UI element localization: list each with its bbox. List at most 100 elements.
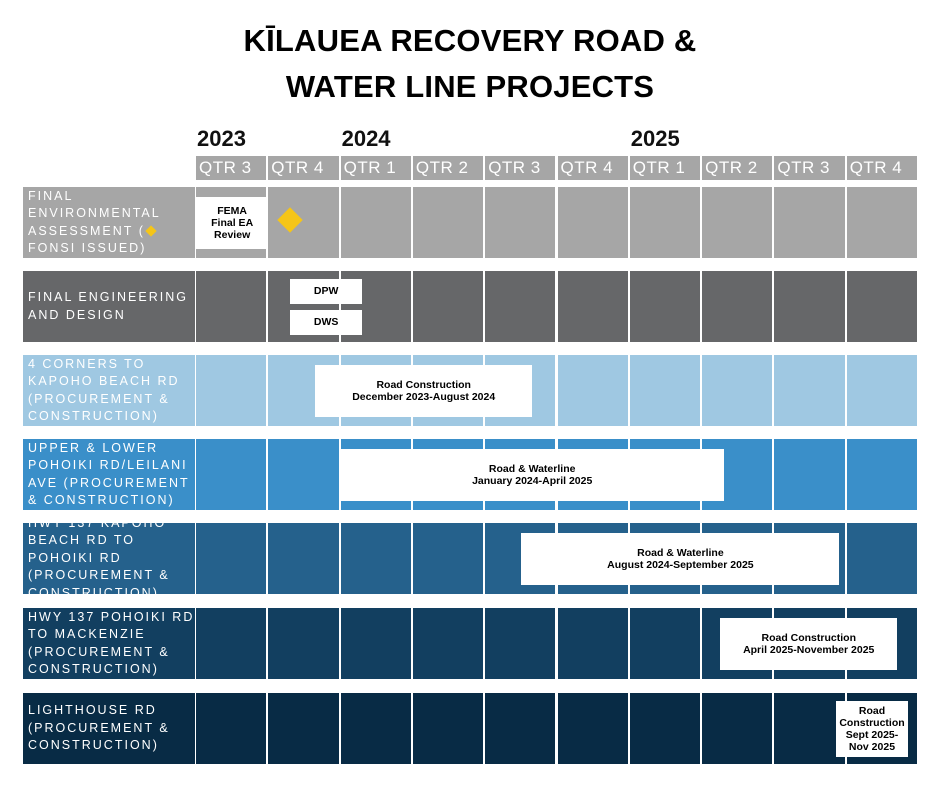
timeline-cell xyxy=(340,523,411,594)
timeline-cell xyxy=(196,355,267,426)
timeline-cell xyxy=(557,608,628,679)
quarter-header: QTR 1 xyxy=(629,156,701,180)
row-label-main: HWY 137 POHOIKI RD TO MACKENZIE (PROCURE… xyxy=(28,609,195,677)
quarter-header: QTR 2 xyxy=(412,156,484,180)
task-bar-label: April 2025-November 2025 xyxy=(743,643,875,656)
timeline-cell xyxy=(557,187,628,258)
timeline-cell xyxy=(268,608,339,679)
year-label: 2023 xyxy=(197,126,246,151)
row-label: 4 CORNERS TO KAPOHO BEACH RD (PROCUREMEN… xyxy=(23,355,195,426)
row-label: FINAL ENGINEERING AND DESIGN xyxy=(23,271,195,342)
row-label-text: 4 CORNERS TO KAPOHO BEACH RD (PROCUREMEN… xyxy=(28,356,195,426)
row-label-text: HWY 137 POHOIKI RD TO MACKENZIE (PROCURE… xyxy=(28,609,195,679)
task-bar-label: Road Construction xyxy=(376,378,471,391)
row-label-main: 4 CORNERS TO KAPOHO BEACH RD (PROCUREMEN… xyxy=(28,356,180,424)
quarter-header: QTR 4 xyxy=(846,156,917,180)
timeline-cell xyxy=(557,355,628,426)
task-bar-label: FEMA xyxy=(217,204,248,217)
row-label-main: FINAL ENGINEERING AND DESIGN xyxy=(28,290,188,322)
quarter-header: QTR 4 xyxy=(557,156,628,180)
timeline-cell xyxy=(485,271,556,342)
timeline-cell xyxy=(340,608,411,679)
row-label-main: UPPER & LOWER POHOIKI RD/LEILANI AVE (PR… xyxy=(28,440,190,508)
quarter-header: QTR 4 xyxy=(268,156,339,180)
timeline-cell xyxy=(846,187,917,258)
quarter-header: QTR 3 xyxy=(774,156,845,180)
row-label-text: HWY 137 KAPOHO BEACH RD TO POHOIKI RD (P… xyxy=(28,515,195,603)
timeline-cell xyxy=(702,693,773,764)
task-bar-label: Construction xyxy=(839,716,905,729)
timeline-cell xyxy=(846,439,917,510)
task-bar-label: Final EA xyxy=(211,216,254,229)
timeline-cell xyxy=(774,439,845,510)
task-bar-label: December 2023-August 2024 xyxy=(352,390,496,403)
row-label: FINAL ENVIRONMENTAL ASSESSMENT ( FONSI IS… xyxy=(23,187,195,258)
timeline-cell xyxy=(702,271,773,342)
title-line-1: KĪLAUEA RECOVERY ROAD & xyxy=(243,23,697,58)
milestone-legend-icon xyxy=(145,224,157,237)
row-label: LIGHTHOUSE RD (PROCUREMENT & CONSTRUCTIO… xyxy=(23,693,195,764)
task-bar-label: Road Construction xyxy=(761,631,856,644)
timeline-cell xyxy=(557,693,628,764)
timeline-cell xyxy=(846,355,917,426)
task-bar: DPW xyxy=(289,278,363,304)
year-label: 2025 xyxy=(630,126,680,151)
timeline-cell xyxy=(629,271,701,342)
timeline-cell xyxy=(340,693,411,764)
timeline-cell xyxy=(846,523,917,594)
task-bar-label: Road & Waterline xyxy=(637,546,724,559)
row-label-paren: ( xyxy=(138,223,145,238)
row-label-suffix: FONSI ISSUED) xyxy=(28,241,147,255)
task-bar-label: DWS xyxy=(313,316,339,328)
timeline-cell xyxy=(629,608,701,679)
task-bar-label: Nov 2025 xyxy=(848,740,896,753)
chart-title: KĪLAUEA RECOVERY ROAD & WATER LINE PROJE… xyxy=(0,18,940,110)
timeline-cell xyxy=(268,439,339,510)
timeline-cell xyxy=(702,187,773,258)
timeline-cell xyxy=(412,523,484,594)
timeline-cell xyxy=(629,693,701,764)
timeline-cell xyxy=(774,693,845,764)
quarter-header: QTR 2 xyxy=(702,156,773,180)
row-label-main: LIGHTHOUSE RD (PROCUREMENT & CONSTRUCTIO… xyxy=(28,703,170,753)
quarter-header: QTR 1 xyxy=(340,156,411,180)
timeline-cell xyxy=(412,608,484,679)
row-label-main: FINAL ENVIRONMENTAL ASSESSMENT xyxy=(28,188,161,238)
timeline-cell xyxy=(196,693,267,764)
timeline-cell xyxy=(557,271,628,342)
timeline-cell xyxy=(485,693,556,764)
timeline-cell xyxy=(196,439,267,510)
timeline-cell xyxy=(846,271,917,342)
timeline-cell xyxy=(412,187,484,258)
year-label: 2024 xyxy=(341,126,391,151)
title-line-2: WATER LINE PROJECTS xyxy=(285,69,655,104)
timeline-cell xyxy=(485,187,556,258)
row-label: HWY 137 KAPOHO BEACH RD TO POHOIKI RD (P… xyxy=(23,516,195,600)
quarter-header: QTR 3 xyxy=(196,156,267,180)
task-bar-label: Road xyxy=(858,704,886,717)
timeline-cell xyxy=(774,271,845,342)
timeline-cell xyxy=(702,355,773,426)
timeline-cell xyxy=(629,187,701,258)
timeline-cell xyxy=(340,187,411,258)
row-label-text: UPPER & LOWER POHOIKI RD/LEILANI AVE (PR… xyxy=(28,440,195,510)
timeline-cell xyxy=(412,271,484,342)
timeline-cell xyxy=(412,693,484,764)
timeline-cell xyxy=(774,187,845,258)
timeline-cell xyxy=(196,271,267,342)
task-bar-label: DPW xyxy=(313,285,339,297)
timeline-cell xyxy=(485,608,556,679)
quarter-header: QTR 3 xyxy=(485,156,556,180)
timeline-cell xyxy=(268,523,339,594)
task-bar-label: Review xyxy=(214,228,251,241)
task-bar-label: January 2024-April 2025 xyxy=(472,474,593,487)
timeline-cell xyxy=(774,355,845,426)
task-bar-label: August 2024-September 2025 xyxy=(607,558,754,571)
timeline-cell xyxy=(196,608,267,679)
task-bar-label: Road & Waterline xyxy=(488,462,576,475)
